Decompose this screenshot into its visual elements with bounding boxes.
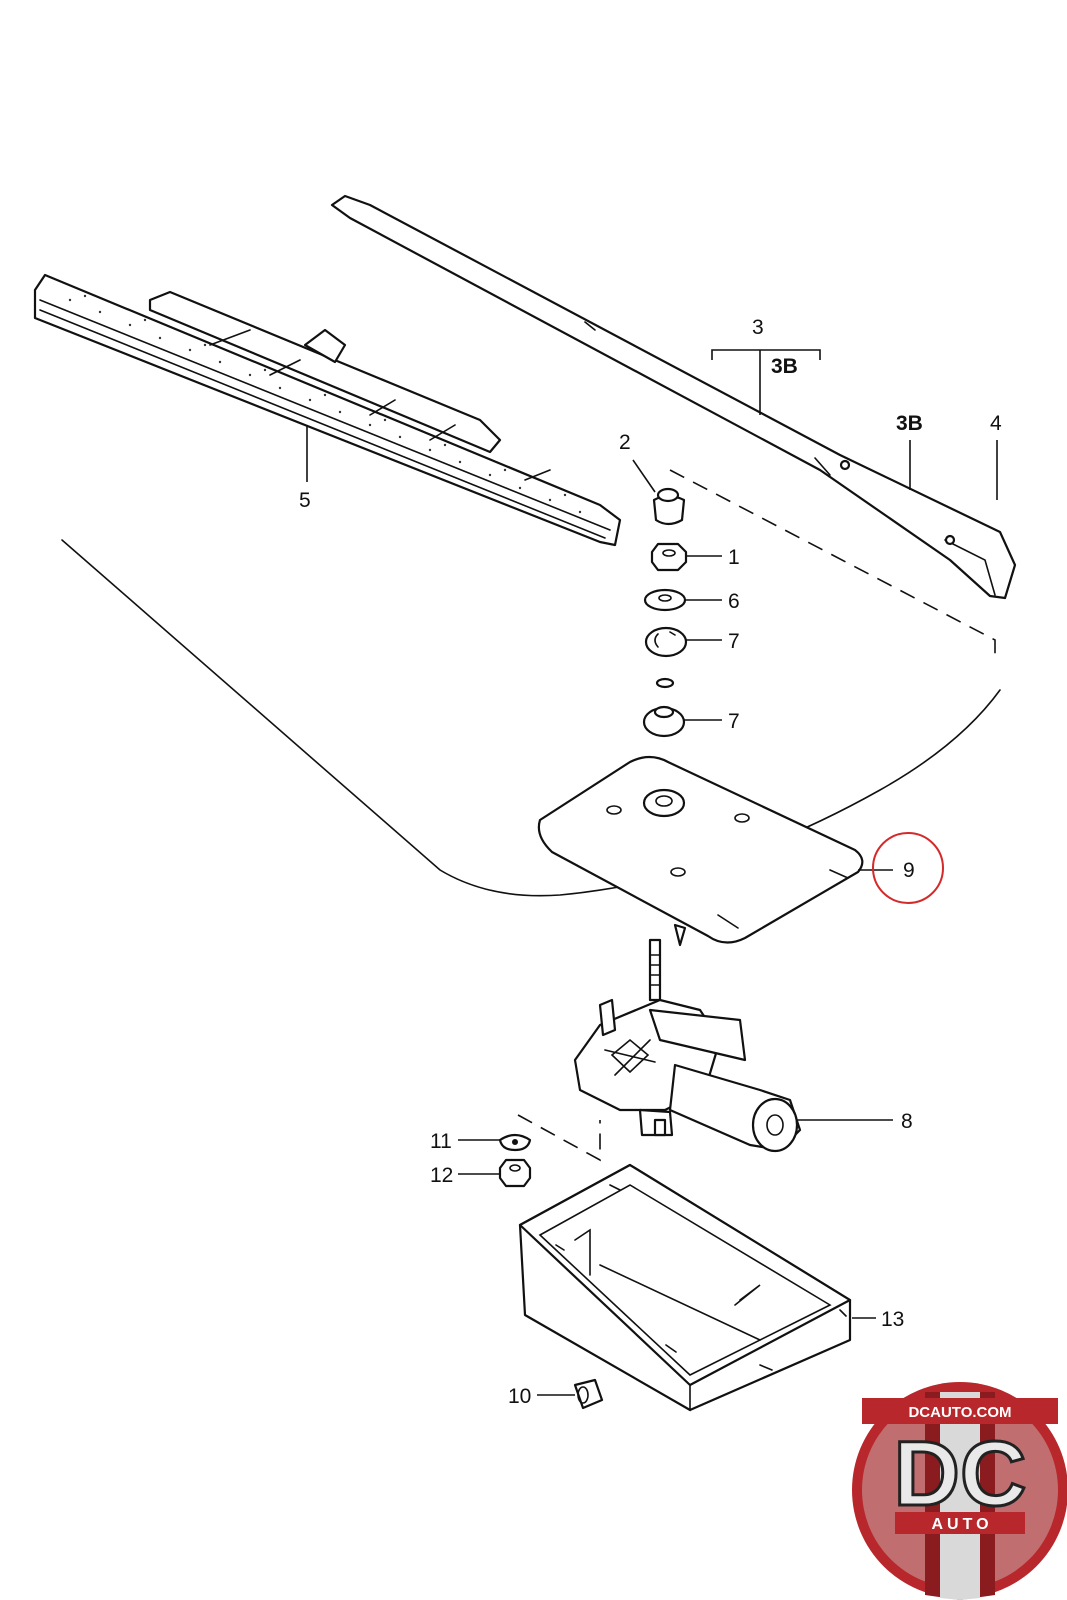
callout-3b-group: 3B xyxy=(771,355,798,378)
callout-12: 12 xyxy=(430,1164,453,1187)
svg-text:AUTO: AUTO xyxy=(931,1516,992,1533)
callout-2: 2 xyxy=(619,431,631,454)
washer-part-6 xyxy=(643,588,687,612)
o-ring xyxy=(655,677,675,689)
alignment-line-motor xyxy=(517,1114,601,1162)
callout-13: 13 xyxy=(881,1308,904,1331)
wiper-arm xyxy=(330,194,1017,600)
grommet-part-10 xyxy=(573,1378,604,1410)
highlight-circle xyxy=(872,832,944,904)
wiper-blade xyxy=(33,273,622,547)
callout-1: 1 xyxy=(728,546,740,569)
mounting-plate-part-9 xyxy=(537,755,864,947)
svg-text:DCAUTO.COM: DCAUTO.COM xyxy=(908,1404,1011,1421)
grommet-part-7-lower xyxy=(642,705,686,738)
callout-9: 9 xyxy=(903,859,915,882)
leader-lines xyxy=(306,349,998,1396)
nut-part-1 xyxy=(650,542,688,572)
callout-4: 4 xyxy=(990,412,1002,435)
wiper-motor-part-8 xyxy=(573,938,802,1153)
callout-3: 3 xyxy=(752,316,764,339)
callout-7-lower: 7 xyxy=(728,710,740,733)
callout-11: 11 xyxy=(430,1130,452,1153)
callout-3b: 3B xyxy=(896,412,923,435)
nut-part-12 xyxy=(498,1158,532,1188)
cover-box-part-13 xyxy=(518,1163,852,1412)
callout-7-upper: 7 xyxy=(728,630,740,653)
grommet-part-7-upper xyxy=(644,626,688,658)
callout-6: 6 xyxy=(728,590,740,613)
svg-text:DC: DC xyxy=(894,1423,1027,1525)
cap-part-2 xyxy=(652,487,686,526)
alignment-line-arm xyxy=(669,469,996,655)
dcauto-logo: DCAUTO.COM DC AUTO xyxy=(852,1382,1067,1600)
callout-10: 10 xyxy=(508,1385,531,1408)
callout-8: 8 xyxy=(901,1110,913,1133)
clip-part-11 xyxy=(498,1133,532,1152)
rear-window-glass-outline xyxy=(61,539,1001,897)
callout-5: 5 xyxy=(299,489,311,512)
